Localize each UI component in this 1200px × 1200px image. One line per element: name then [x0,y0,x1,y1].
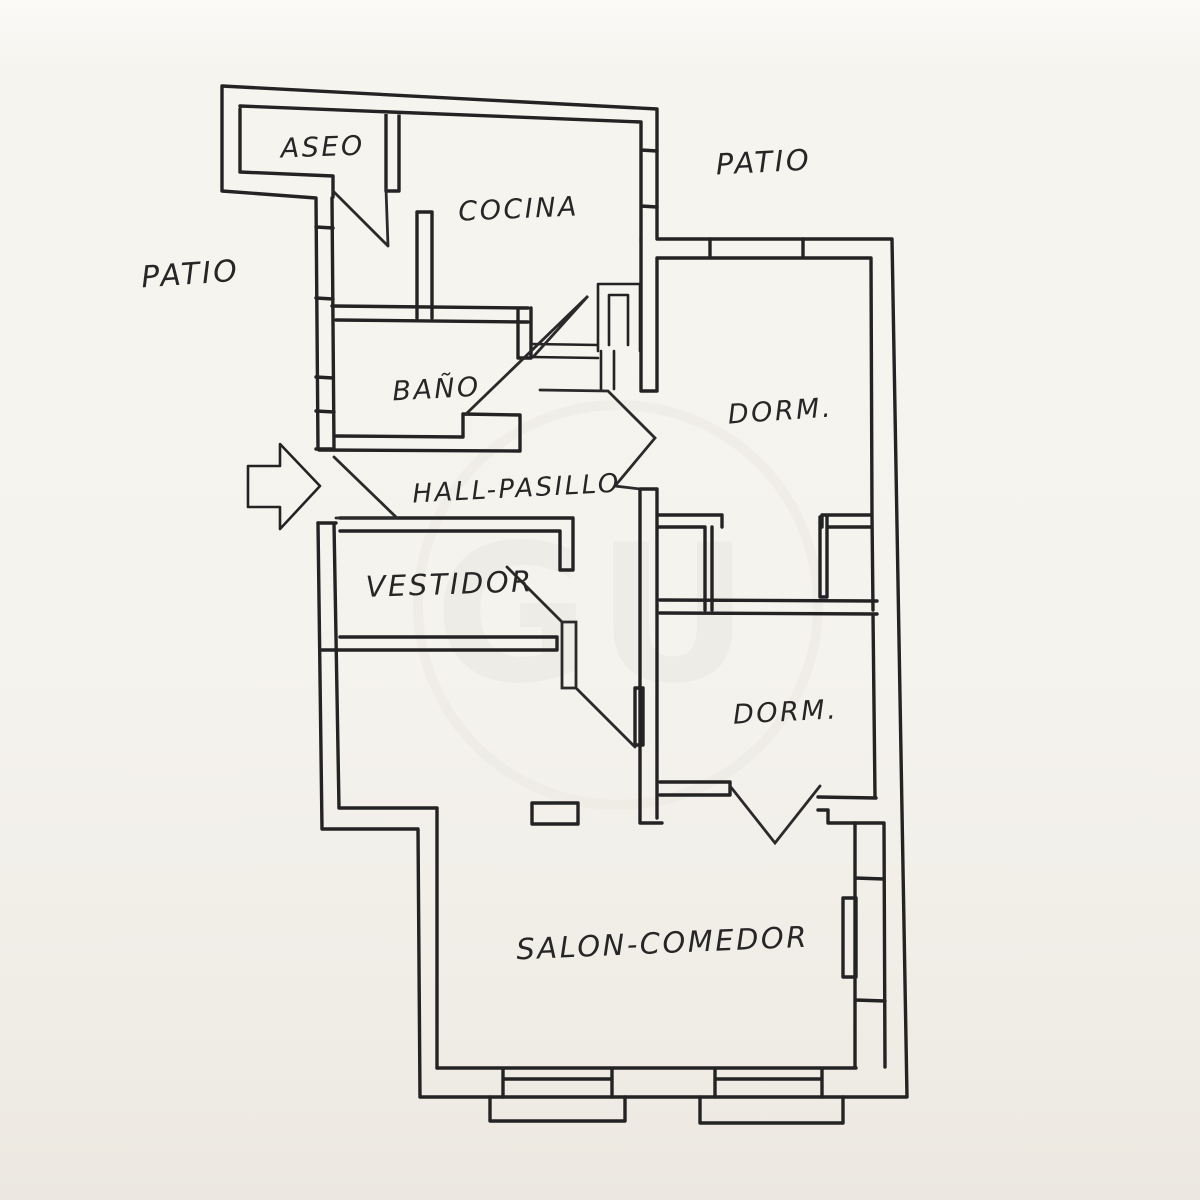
entrance-arrow-icon [246,442,322,531]
dorm2-walls [658,598,879,825]
room-label-salon-comedor: SALON-COMEDOR [516,920,810,967]
dorm2-door-zigzag [728,784,822,846]
vestidor-walls [320,516,575,652]
room-label-dorm-1: DORM. [727,392,834,430]
area-label-patio-left: PATIO [140,254,240,296]
watermark-circle-icon [413,400,823,810]
vestidor-and-salon-doors [505,565,637,749]
salon-left-walls [338,801,580,1070]
corridor-walls [633,238,664,825]
watermark: GU [413,400,823,810]
entrance-door [332,455,399,520]
room-label-bano: BAÑO [392,371,482,408]
salon-right-window [841,821,887,1069]
room-labels: ASEO COCINA PATIO PATIO BAÑO DORM. HALL-… [140,131,839,967]
area-label-patio-top: PATIO [715,143,812,182]
aseo-door [331,187,390,248]
room-label-cocina: COCINA [458,191,580,227]
room-label-vestidor: VESTIDOR [365,564,534,604]
salon-bottom-walls [435,1066,858,1125]
room-label-aseo: ASEO [278,131,365,165]
dorm1-walls [656,237,875,612]
aseo-cocina-walls [238,104,659,810]
hall-passage-chevrons [464,294,657,491]
room-label-dorm-2: DORM. [732,694,839,730]
